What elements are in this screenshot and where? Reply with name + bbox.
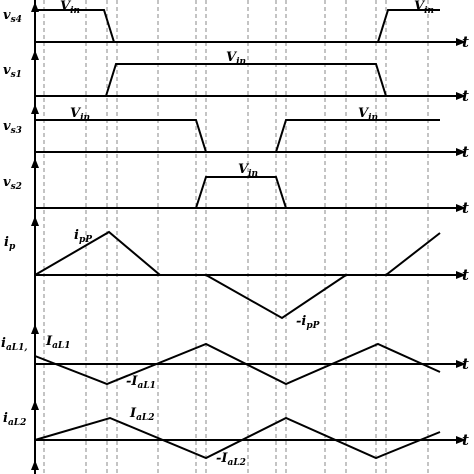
- row-iaL1: t iaL1, IaL1 -IaL1: [1, 324, 469, 391]
- vs3-vin-label: Vin: [70, 106, 90, 123]
- row-iaL2: t iaL2 IaL2 -IaL2: [3, 400, 469, 468]
- vs2-ylabel: vs2: [3, 175, 22, 192]
- y-axis-arrow: [31, 50, 39, 60]
- row-vs2: t vs2 Vin: [3, 158, 469, 217]
- y-axis-arrow: [31, 460, 39, 470]
- vs3-waveform: [35, 119, 440, 153]
- row-ip: t ip ipP -ipP: [4, 216, 469, 331]
- iaL2-peak-label: IaL2: [129, 406, 155, 423]
- row-vs3: t vs3 Vin Vin: [3, 104, 469, 161]
- time-axis-arrow: [456, 148, 466, 156]
- ip-negative-peak-label: -ipP: [296, 314, 320, 331]
- vs4-vin-label: Vin: [414, 0, 434, 16]
- vs2-vin-label: Vin: [238, 162, 258, 179]
- vs1-ylabel: vs1: [3, 63, 22, 80]
- time-axis-label: t: [462, 33, 469, 51]
- iaL1-peak-label: IaL1: [45, 334, 71, 351]
- ip-peak-label: ipP: [74, 228, 92, 245]
- time-axis-label: t: [462, 143, 469, 161]
- row-vs4: t vs4 Vin Vin: [3, 0, 469, 51]
- vs4-vin-label: Vin: [60, 0, 80, 16]
- y-axis-arrow: [31, 104, 39, 114]
- y-axis-arrow: [31, 324, 39, 334]
- y-axis-arrow: [31, 216, 39, 226]
- vs4-waveform: [35, 9, 440, 43]
- time-axis-arrow: [456, 92, 466, 100]
- vs2-waveform: [35, 176, 458, 209]
- iaL2-waveform: [34, 416, 441, 460]
- time-axis-label: t: [462, 87, 469, 105]
- ip-waveform: [34, 230, 441, 320]
- iaL2-negative-peak-label: -IaL2: [216, 451, 246, 468]
- vs4-ylabel: vs4: [3, 8, 22, 25]
- timing-gridlines: [43, 0, 429, 474]
- ip-ylabel: ip: [4, 235, 16, 252]
- y-axis-arrow: [31, 400, 39, 410]
- time-axis-arrow: [456, 204, 466, 212]
- time-axis-arrow: [456, 271, 466, 279]
- time-axis-arrow: [456, 38, 466, 46]
- vs1-vin-label: Vin: [226, 50, 246, 67]
- iaL2-ylabel: iaL2: [3, 411, 26, 428]
- time-axis-label: t: [462, 199, 469, 217]
- vs3-vin-label: Vin: [358, 106, 378, 123]
- time-axis-arrow: [456, 436, 466, 444]
- time-axis-label: t: [462, 355, 469, 373]
- iaL1-ylabel: iaL1,: [1, 336, 28, 353]
- vs1-waveform: [35, 63, 458, 97]
- iaL1-waveform: [34, 342, 441, 386]
- time-axis-arrow: [456, 360, 466, 368]
- iaL1-negative-peak-label: -IaL1: [126, 374, 156, 391]
- row-vs1: t vs1 Vin: [3, 50, 469, 105]
- vs3-ylabel: vs3: [3, 119, 22, 136]
- time-axis-label: t: [462, 266, 469, 284]
- y-axis-arrow: [31, 158, 39, 168]
- time-axis-label: t: [462, 431, 469, 449]
